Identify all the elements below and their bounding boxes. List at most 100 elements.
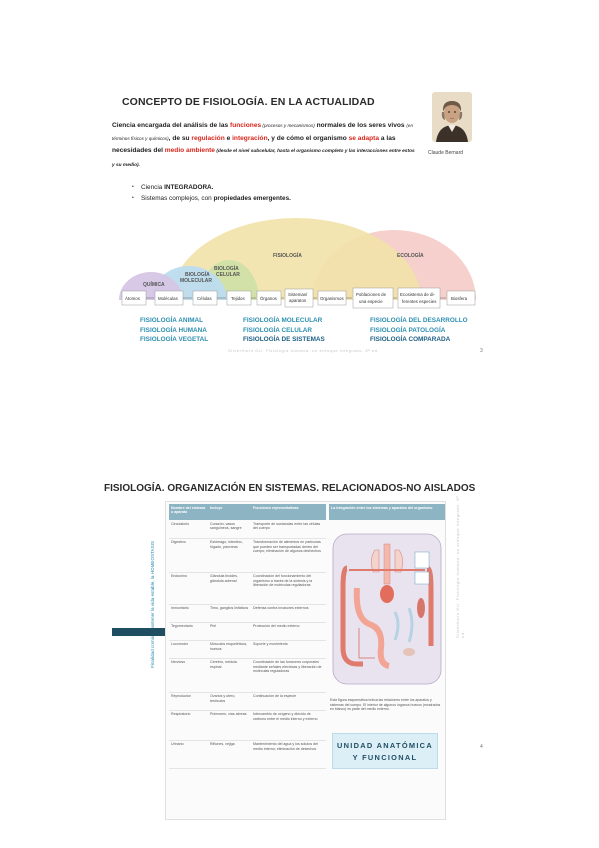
table-cell: Intercambio de oxígeno y dióxido de carb… <box>251 710 326 741</box>
para-text: , y de cómo el organismo <box>267 134 349 142</box>
bullet-text: Ciencia <box>141 184 165 191</box>
level-label: aparatos <box>289 298 307 303</box>
para-note: (en términos físicos y químicos) <box>112 123 414 141</box>
para-note: (procesos y mecanismos) <box>261 123 315 128</box>
source-watermark: Silverthorn DU. Fisiología humana: un en… <box>455 495 465 638</box>
table-cell: Piel <box>208 622 251 641</box>
table-cell: Defensa contra invasores externos <box>251 604 326 623</box>
table-cell: Respiratorio <box>169 710 208 741</box>
area-label: ECOLOGÍA <box>397 251 424 259</box>
slide-title: CONCEPTO DE FISIOLOGÍA. EN LA ACTUALIDAD <box>122 96 375 108</box>
level-boxes <box>121 287 476 309</box>
bullet-bold: INTEGRADORA. <box>164 184 214 191</box>
bullet-item: Sistemas complejos, con propiedades emer… <box>132 193 291 204</box>
para-text: , de su <box>168 134 192 142</box>
para-text: Ciencia encargada del análisis de las <box>112 122 231 129</box>
table-cell: Coordinación de las funciones corporales… <box>251 658 326 693</box>
definition-paragraph: Ciencia encargada del análisis de las fu… <box>112 120 416 172</box>
table-cell: Estómago, intestino, hígado, páncreas <box>208 538 251 573</box>
keyword-integracion: integración <box>232 134 268 142</box>
table-cell: Circulatorio <box>169 520 208 539</box>
systems-table: Nombre del sistema o aparato Incluye Fun… <box>169 504 326 769</box>
list-item: FISIOLOGÍA DEL DESARROLLO <box>370 317 468 324</box>
list-item: FISIOLOGÍA MOLECULAR <box>243 317 323 324</box>
level-label: Órganos <box>260 296 278 301</box>
unit-callout: UNIDAD ANATÓMICA Y FUNCIONAL <box>332 733 438 769</box>
homeostasis-note: Finalidad común: Mantener la vida establ… <box>150 540 155 668</box>
fisiologia-list-3: FISIOLOGÍA DEL DESARROLLO FISIOLOGÍA PAT… <box>370 316 468 345</box>
bullet-text: Sistemas complejos, con <box>141 195 214 202</box>
keyword-regulacion: regulación <box>191 134 225 142</box>
table-cell: Locomotor <box>169 640 208 659</box>
level-label: Organismos <box>320 296 344 301</box>
table-cell: Riñones, vejiga <box>208 740 251 769</box>
table-cell: Urinario <box>169 740 208 769</box>
table-cell: Nervioso <box>169 658 208 693</box>
table-cell: Inmunitario <box>169 604 208 623</box>
portrait-caption: Claude Bernard <box>428 150 464 156</box>
bullet-list: Ciencia INTEGRADORA. Sistemas complejos,… <box>132 182 291 204</box>
table-cell: Tegumentario <box>169 622 208 641</box>
page-number: 4 <box>480 744 483 750</box>
list-item: FISIOLOGÍA VEGETAL <box>140 336 209 343</box>
para-text: normales de los seres vivos <box>314 122 407 129</box>
table-cell: Pulmones, vías aéreas <box>208 710 251 741</box>
table-cell: Digestivo <box>169 538 208 573</box>
level-label: Células <box>197 296 212 301</box>
level-label: Poblaciones de <box>356 292 387 297</box>
unit-line: Y FUNCIONAL <box>352 752 418 762</box>
slide-concepto-fisiologia: CONCEPTO DE FISIOLOGÍA. EN LA ACTUALIDAD… <box>0 0 599 424</box>
level-label: Tejidos <box>231 296 245 301</box>
table-cell: Coordinación del funcionamiento del orga… <box>251 572 326 605</box>
table-cell: Endocrino <box>169 572 208 605</box>
systems-figure: Nombre del sistema o aparato Incluye Fun… <box>165 501 446 820</box>
table-cell: Continuación de la especie <box>251 692 326 711</box>
column-header: Funciones representativas <box>251 504 326 520</box>
table-cell: Timo, ganglios linfáticos <box>208 604 251 623</box>
illustration-caption: Esta figura esquemática indica las relac… <box>330 698 441 712</box>
area-label: BIOLOGÍA <box>185 270 210 278</box>
slide-title: FISIOLOGÍA. ORGANIZACIÓN EN SISTEMAS. RE… <box>104 483 476 494</box>
keyword-se-adapta: se adapta <box>348 134 380 142</box>
level-label: Ecosistema de di- <box>400 292 435 297</box>
table-cell: Mantenimiento del agua y los solutos del… <box>251 740 326 769</box>
page-number: 3 <box>480 348 483 354</box>
list-item: FISIOLOGÍA PATOLOGÍA <box>370 326 446 334</box>
bullet-bold: propiedades emergentes. <box>213 195 291 202</box>
table-cell: Ovarios y útero, testículos <box>208 692 251 711</box>
area-label: MOLECULAR <box>180 278 212 284</box>
column-header: Incluye <box>208 504 251 520</box>
para-text: a las necesidades del <box>112 134 396 155</box>
keyword-funciones: funciones <box>230 122 262 129</box>
level-label: Moléculas <box>158 296 179 301</box>
table-cell: Protección del medio externo <box>251 622 326 641</box>
claude-bernard-portrait <box>432 92 472 142</box>
area-label: CELULAR <box>216 272 240 278</box>
level-label: una especie <box>359 299 383 304</box>
list-item: FISIOLOGÍA ANIMAL <box>140 317 204 324</box>
unit-line: UNIDAD ANATÓMICA <box>337 741 433 750</box>
area-label: BIOLOGÍA <box>214 264 239 272</box>
level-label: Sistemas/ <box>288 292 308 297</box>
area-label: FISIOLOGÍA <box>273 251 302 259</box>
slide-organizacion-sistemas: FISIOLOGÍA. ORGANIZACIÓN EN SISTEMAS. RE… <box>0 424 599 848</box>
list-item: FISIOLOGÍA COMPARADA <box>370 336 451 343</box>
table-cell: Transformación de alimentos en partícula… <box>251 538 326 573</box>
body-systems-illustration <box>332 533 442 685</box>
table-cell: Corazón, vasos sanguíneos, sangre <box>208 520 251 539</box>
illustration-header: La integración entre los sistemas y apar… <box>329 504 445 520</box>
table-header-row: Nombre del sistema o aparato Incluye Fun… <box>169 504 326 520</box>
column-header: Nombre del sistema o aparato <box>169 504 208 520</box>
table-cell: Soporte y movimiento <box>251 640 326 659</box>
table-cell: Cerebro, médula espinal <box>208 658 251 693</box>
